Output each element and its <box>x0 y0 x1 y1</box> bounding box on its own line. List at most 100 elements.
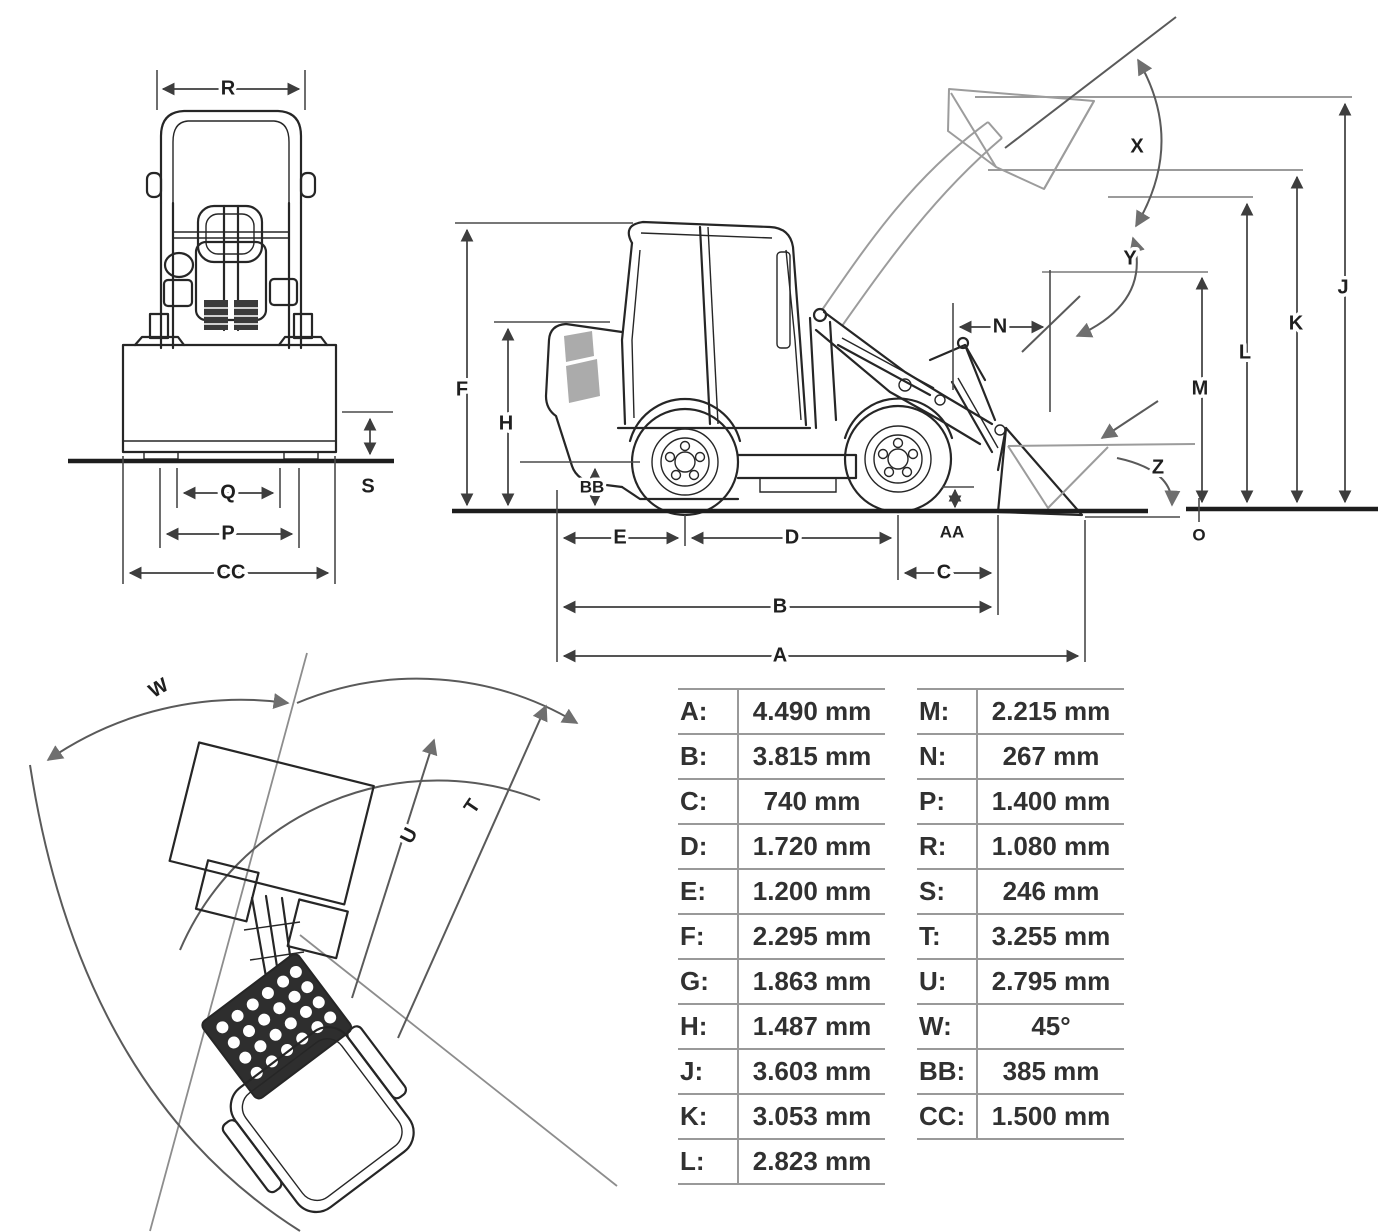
dim-key: F: <box>678 913 739 960</box>
dim-N: N <box>952 270 1051 412</box>
dim-R: R <box>156 70 306 110</box>
table-row: H:1.487 mm <box>678 1003 885 1050</box>
dim-key: U: <box>917 958 978 1005</box>
dim-value: 2.215 mm <box>977 688 1124 735</box>
dim-E: E <box>562 523 680 552</box>
table-row: G:1.863 mm <box>678 958 885 1005</box>
dim-label-O: O <box>1192 525 1205 544</box>
cab <box>616 220 812 430</box>
front-view: R <box>68 70 394 587</box>
dim-P: P <box>159 468 300 548</box>
dim-J: J <box>1334 102 1352 504</box>
bucket-front <box>121 335 338 460</box>
bucket-top-view <box>168 741 375 906</box>
engine-grille <box>201 953 353 1100</box>
dim-value: 3.255 mm <box>977 913 1124 960</box>
dim-key: D: <box>678 823 739 870</box>
dim-key: T: <box>917 913 978 960</box>
tread-plate <box>234 300 258 330</box>
dim-value: 1.863 mm <box>738 958 885 1005</box>
dim-value: 2.823 mm <box>738 1138 885 1185</box>
dim-label-E: E <box>613 526 626 548</box>
dim-T: T <box>397 704 548 1039</box>
dim-key: A: <box>678 688 739 735</box>
dim-key: B: <box>678 733 739 780</box>
rear-hood <box>544 322 624 489</box>
loader-arm <box>808 307 999 454</box>
front-wheel <box>843 404 953 514</box>
table-row: T:3.255 mm <box>917 913 1124 960</box>
engine-block <box>194 240 268 322</box>
raised-boom-ghost <box>821 88 1095 327</box>
dim-H: H <box>494 321 610 507</box>
boom-pivot <box>812 307 828 323</box>
dim-key: N: <box>917 733 978 780</box>
table-row: R:1.080 mm <box>917 823 1124 870</box>
dim-label-L: L <box>1239 341 1251 363</box>
table-row: A:4.490 mm <box>678 688 885 735</box>
front-axle-wheels <box>194 859 349 960</box>
loader-side-body <box>544 220 1196 517</box>
dim-label-BB: BB <box>580 477 605 496</box>
dim-key: E: <box>678 868 739 915</box>
cab-front-panel <box>776 251 791 349</box>
dim-key: M: <box>917 688 978 735</box>
dim-key: L: <box>678 1138 739 1185</box>
dim-value: 2.295 mm <box>738 913 885 960</box>
dim-label-S: S <box>361 475 374 497</box>
belly-rail <box>620 485 740 501</box>
outer-arc-left <box>29 764 301 1232</box>
dim-K: K <box>1285 175 1307 504</box>
dim-AA: AA <box>936 486 974 545</box>
dim-key: CC: <box>917 1093 978 1140</box>
dim-label-W: W <box>145 674 172 703</box>
dim-B: B <box>562 592 993 621</box>
grab-handle-right <box>299 171 317 199</box>
table-row: U:2.795 mm <box>917 958 1124 1005</box>
dim-C: C <box>903 558 993 587</box>
table-row: L:2.823 mm <box>678 1138 885 1185</box>
table-row: S:246 mm <box>917 868 1124 915</box>
angle-X: X <box>1127 58 1163 228</box>
dim-value: 3.603 mm <box>738 1048 885 1095</box>
dim-value: 1.487 mm <box>738 1003 885 1050</box>
dim-label-K: K <box>1289 312 1304 334</box>
dim-key: J: <box>678 1048 739 1095</box>
dim-value: 2.795 mm <box>977 958 1124 1005</box>
dim-label-Q: Q <box>220 481 236 503</box>
dim-CC: CC <box>122 456 336 587</box>
dim-value: 1.720 mm <box>738 823 885 870</box>
dim-label-J: J <box>1337 276 1348 298</box>
dim-L: L <box>1235 202 1255 504</box>
top-view: W U T <box>29 652 618 1232</box>
dim-value: 1.200 mm <box>738 868 885 915</box>
inner-arc-U <box>179 779 541 951</box>
dim-label-AA: AA <box>940 522 965 541</box>
dim-label-B: B <box>773 595 787 617</box>
dim-U: U <box>351 738 438 999</box>
dim-label-D: D <box>785 526 799 548</box>
outer-arc-top <box>296 677 579 724</box>
dim-O: O <box>1189 498 1209 548</box>
dim-key: G: <box>678 958 739 1005</box>
dump-plane-line <box>1004 16 1177 149</box>
dim-value: 4.490 mm <box>738 688 885 735</box>
dim-value: 385 mm <box>977 1048 1124 1095</box>
bucket-side <box>994 424 1084 517</box>
dim-key: H: <box>678 1003 739 1050</box>
seat-back <box>196 204 264 264</box>
table-row: CC:1.500 mm <box>917 1093 1124 1140</box>
dim-A: A <box>562 641 1080 670</box>
dim-F: F <box>452 222 633 507</box>
dim-label-Z: Z <box>1152 456 1164 478</box>
dim-Q: Q <box>176 468 281 508</box>
dimension-table-right: M:2.215 mm N:267 mm P:1.400 mm R:1.080 m… <box>917 688 1124 1140</box>
dim-label-A: A <box>773 644 787 666</box>
table-row: E:1.200 mm <box>678 868 885 915</box>
table-row: J:3.603 mm <box>678 1048 885 1095</box>
table-row: K:3.053 mm <box>678 1093 885 1140</box>
rear-body-top-view <box>221 1025 415 1214</box>
dim-key: BB: <box>917 1048 978 1095</box>
dim-label-C: C <box>937 561 951 583</box>
table-row: W:45° <box>917 1003 1124 1050</box>
